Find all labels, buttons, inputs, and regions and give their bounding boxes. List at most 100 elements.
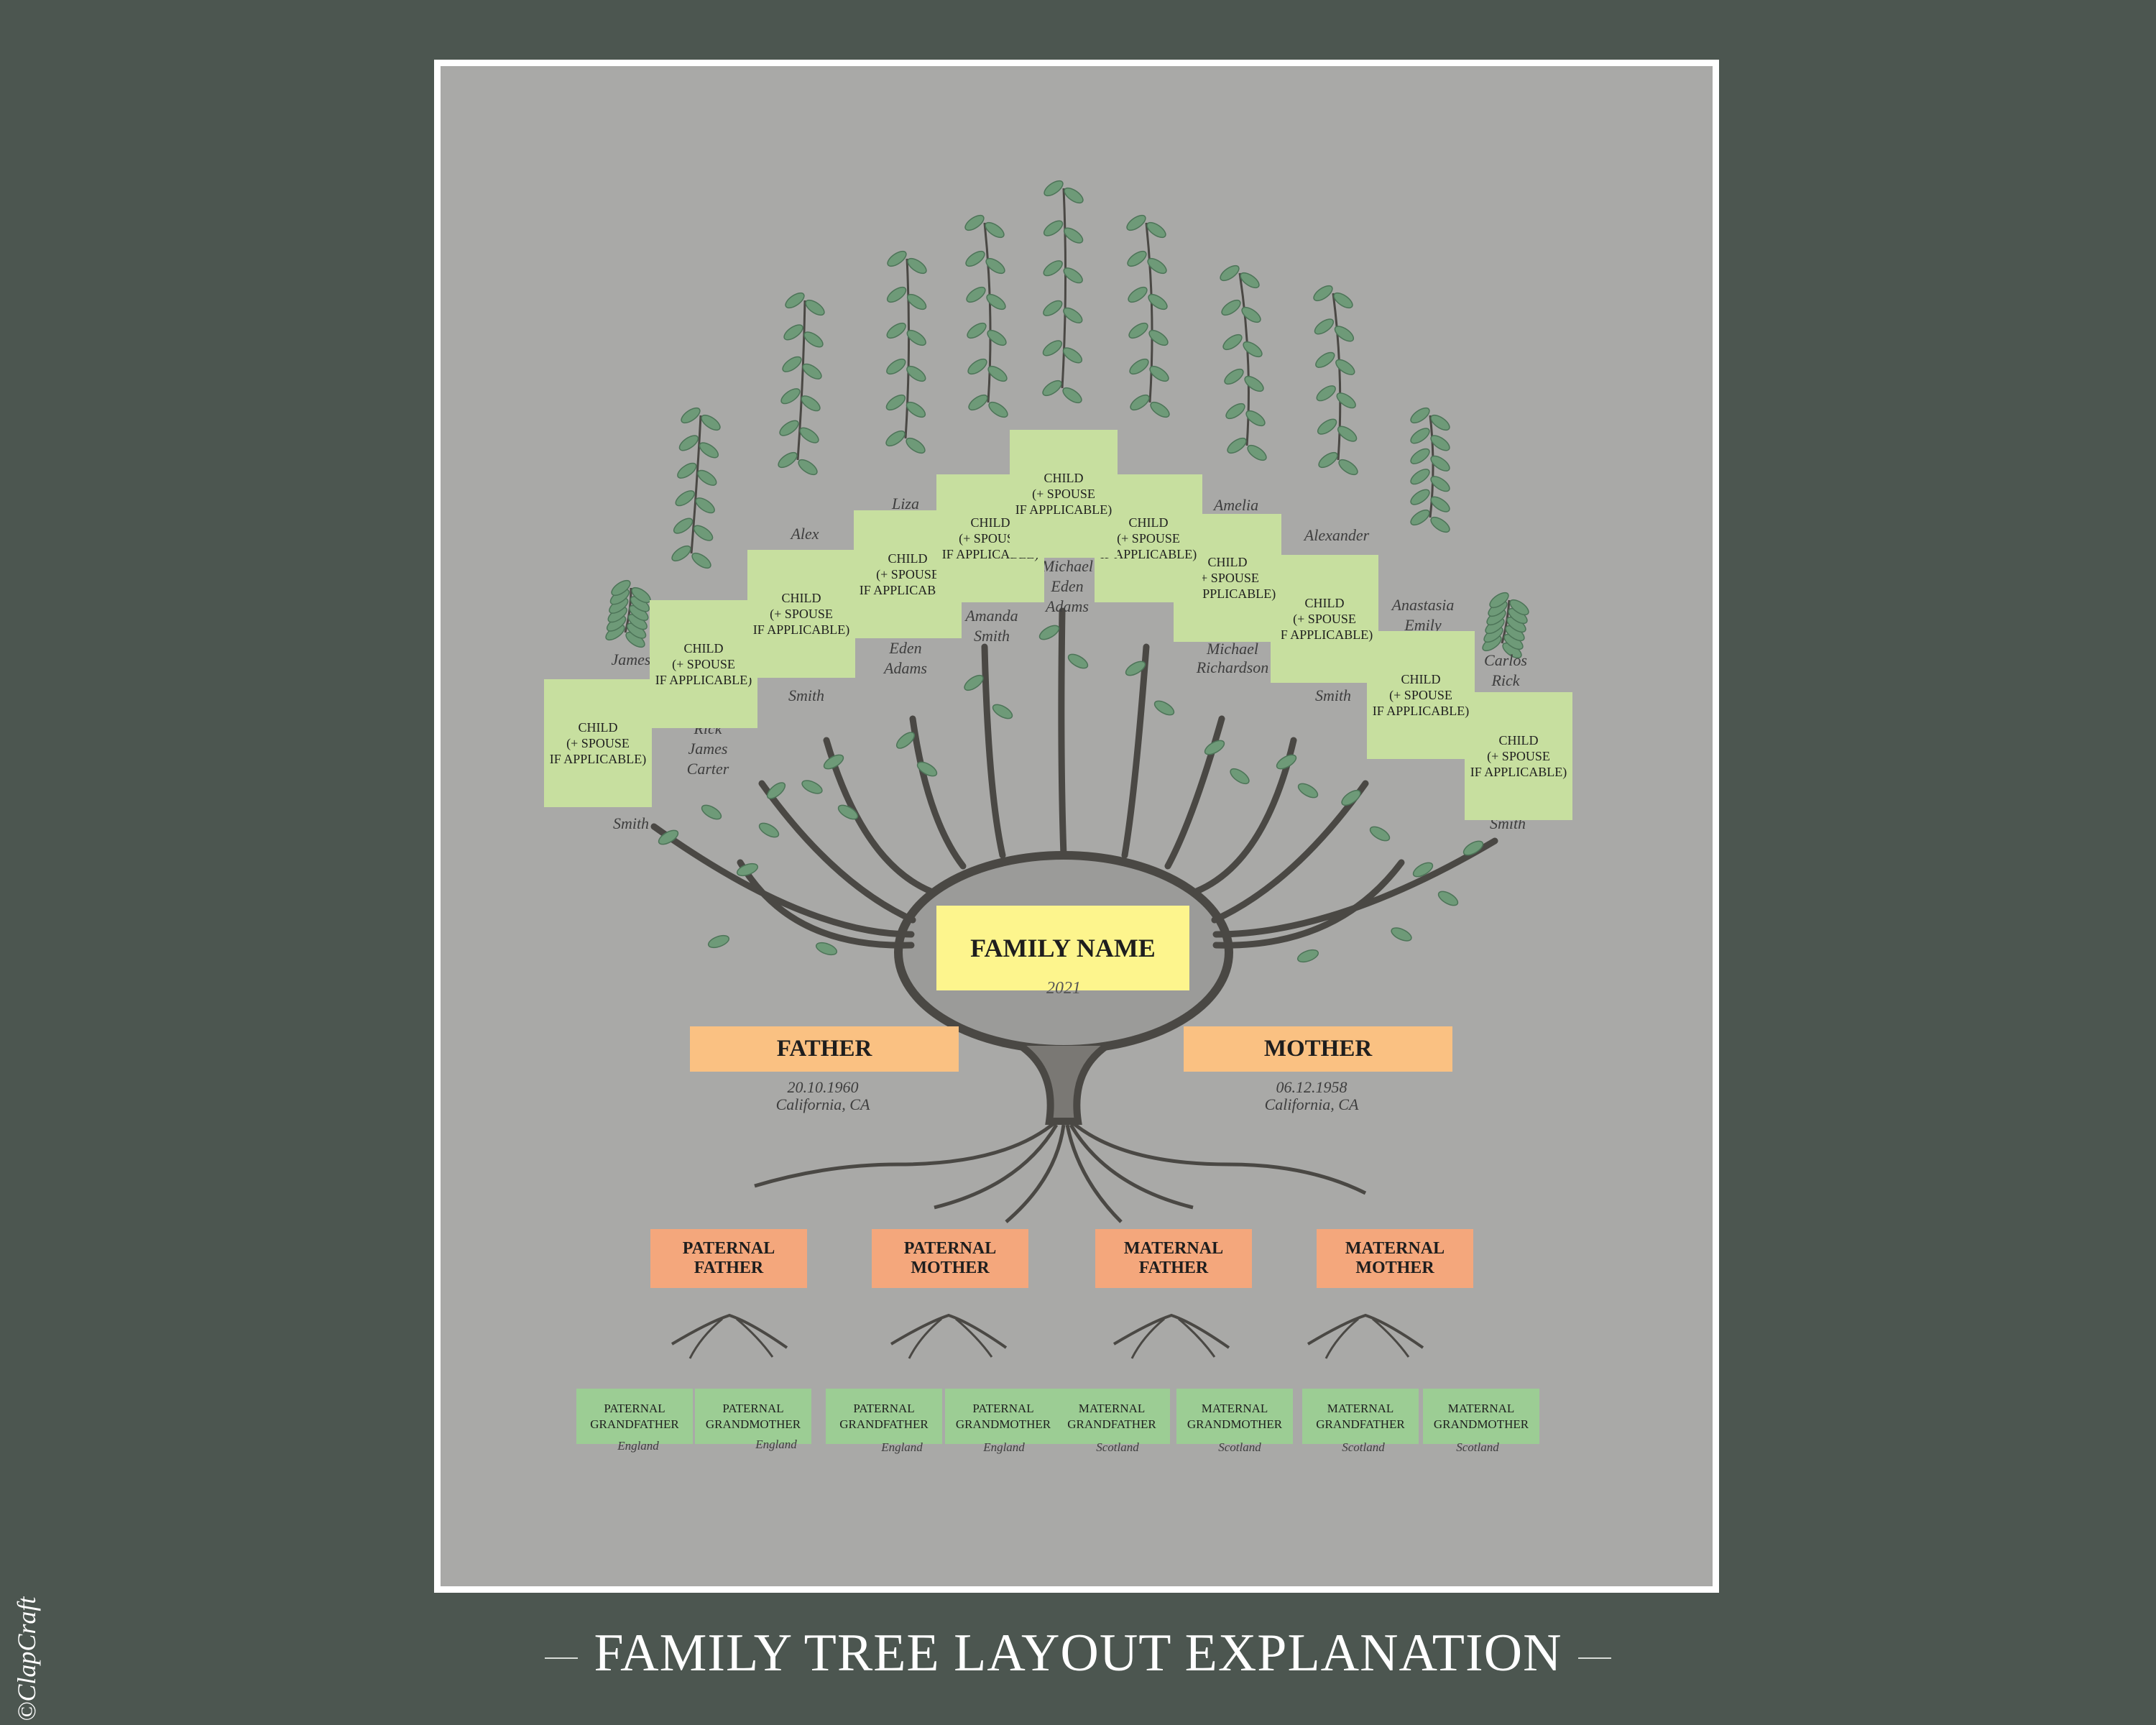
leaf — [1276, 754, 1297, 770]
leaf — [906, 293, 927, 310]
maternal-father-label: MATERNAL FATHER — [1095, 1229, 1252, 1288]
leaf — [1369, 826, 1391, 842]
leaf — [1043, 220, 1064, 236]
leaf — [1245, 410, 1266, 427]
branch — [981, 643, 1006, 859]
branch — [1212, 837, 1498, 938]
leaf — [658, 829, 679, 845]
leaf — [1462, 840, 1484, 856]
bg-name: Smith — [788, 686, 825, 704]
leaf — [803, 331, 824, 348]
great-grandparent-label: MATERNAL GRANDFATHER — [1302, 1389, 1419, 1444]
root — [1069, 1123, 1194, 1210]
leaf — [1127, 250, 1147, 267]
child-label: CHILD (+ SPOUSE IF APPLICABLE) — [1367, 631, 1475, 759]
leaf — [1318, 451, 1338, 469]
leaf — [1043, 300, 1063, 316]
leaf — [907, 257, 927, 275]
great-grandparent-place: England — [983, 1440, 1025, 1454]
leaf — [675, 490, 695, 507]
leaf — [783, 324, 803, 341]
leaf — [1314, 318, 1335, 335]
leaf — [780, 388, 801, 405]
leaf — [677, 462, 697, 479]
leaf — [992, 704, 1013, 719]
leaf — [1297, 783, 1319, 799]
great-grandparent-label: PATERNAL GRANDFATHER — [826, 1389, 942, 1444]
leaf — [1062, 347, 1083, 364]
bg-name: Michael Eden Adams — [1041, 557, 1094, 615]
leaf — [1341, 789, 1361, 806]
leaf — [886, 322, 906, 339]
leaf — [965, 250, 985, 267]
leaf — [1334, 326, 1355, 342]
leaf — [1315, 351, 1335, 368]
leaf — [823, 754, 844, 770]
bg-name: Smith — [612, 814, 650, 832]
leaf — [967, 358, 987, 375]
small-root — [908, 1317, 942, 1359]
small-root — [1130, 1317, 1165, 1359]
leaf — [1410, 448, 1430, 464]
leaf — [968, 394, 988, 411]
branch — [1212, 859, 1405, 949]
leaf — [966, 286, 986, 303]
leaf — [707, 934, 730, 949]
leaf — [1063, 267, 1083, 284]
child-label: CHILD (+ SPOUSE IF APPLICABLE) — [544, 679, 652, 807]
leaf — [785, 292, 805, 309]
child-label: CHILD (+ SPOUSE IF APPLICABLE) — [747, 550, 855, 678]
leaf — [1063, 307, 1083, 323]
leaf — [1130, 394, 1150, 411]
leaf — [1148, 329, 1169, 346]
leaf — [985, 257, 1005, 275]
leaf — [1410, 428, 1430, 444]
leaf — [1147, 257, 1167, 275]
leaf — [964, 214, 985, 231]
leaf — [1043, 260, 1063, 277]
branch — [650, 823, 915, 938]
leaf — [766, 782, 786, 799]
leaf — [758, 822, 780, 838]
leaf — [736, 862, 759, 877]
poster-title: FAMILY TREE LAYOUT EXPLANATION — [0, 1623, 2156, 1684]
leaf — [1064, 187, 1084, 204]
leaf — [906, 437, 926, 454]
leaf — [805, 299, 825, 316]
father-place: California, CA — [775, 1095, 870, 1113]
leaf — [1042, 340, 1063, 356]
bg-name: Carlos Rick — [1484, 651, 1527, 689]
bg-name: Eden Adams — [884, 639, 927, 677]
bg-name: Amanda Smith — [965, 607, 1018, 645]
great-grandparent-label: PATERNAL GRANDFATHER — [576, 1389, 693, 1444]
leaf — [1044, 180, 1064, 197]
small-root — [1112, 1313, 1230, 1349]
leaf — [988, 401, 1008, 418]
leaf — [1244, 375, 1264, 392]
leaf — [885, 430, 906, 447]
small-root — [890, 1313, 1008, 1349]
leaf — [1224, 368, 1244, 385]
poster-title-text: FAMILY TREE LAYOUT EXPLANATION — [594, 1624, 1562, 1683]
leaf — [678, 435, 699, 451]
leaf — [1063, 227, 1084, 244]
leaf — [987, 329, 1007, 346]
leaf — [697, 469, 717, 486]
root — [934, 1123, 1059, 1210]
leaf — [701, 414, 721, 431]
leaf — [885, 394, 906, 411]
leaf — [699, 442, 719, 459]
leaf — [1391, 927, 1412, 942]
stem — [983, 222, 992, 403]
leaf — [1430, 414, 1450, 431]
leaf — [1410, 469, 1430, 485]
great-grandparent-place: Scotland — [1096, 1440, 1139, 1454]
leaf — [1336, 392, 1356, 409]
leaf — [1430, 496, 1450, 512]
bg-name: James — [611, 650, 651, 668]
small-root — [671, 1313, 788, 1349]
branch — [1121, 643, 1150, 859]
leaf — [782, 356, 802, 372]
stem — [1332, 293, 1342, 461]
leaf — [801, 395, 821, 412]
